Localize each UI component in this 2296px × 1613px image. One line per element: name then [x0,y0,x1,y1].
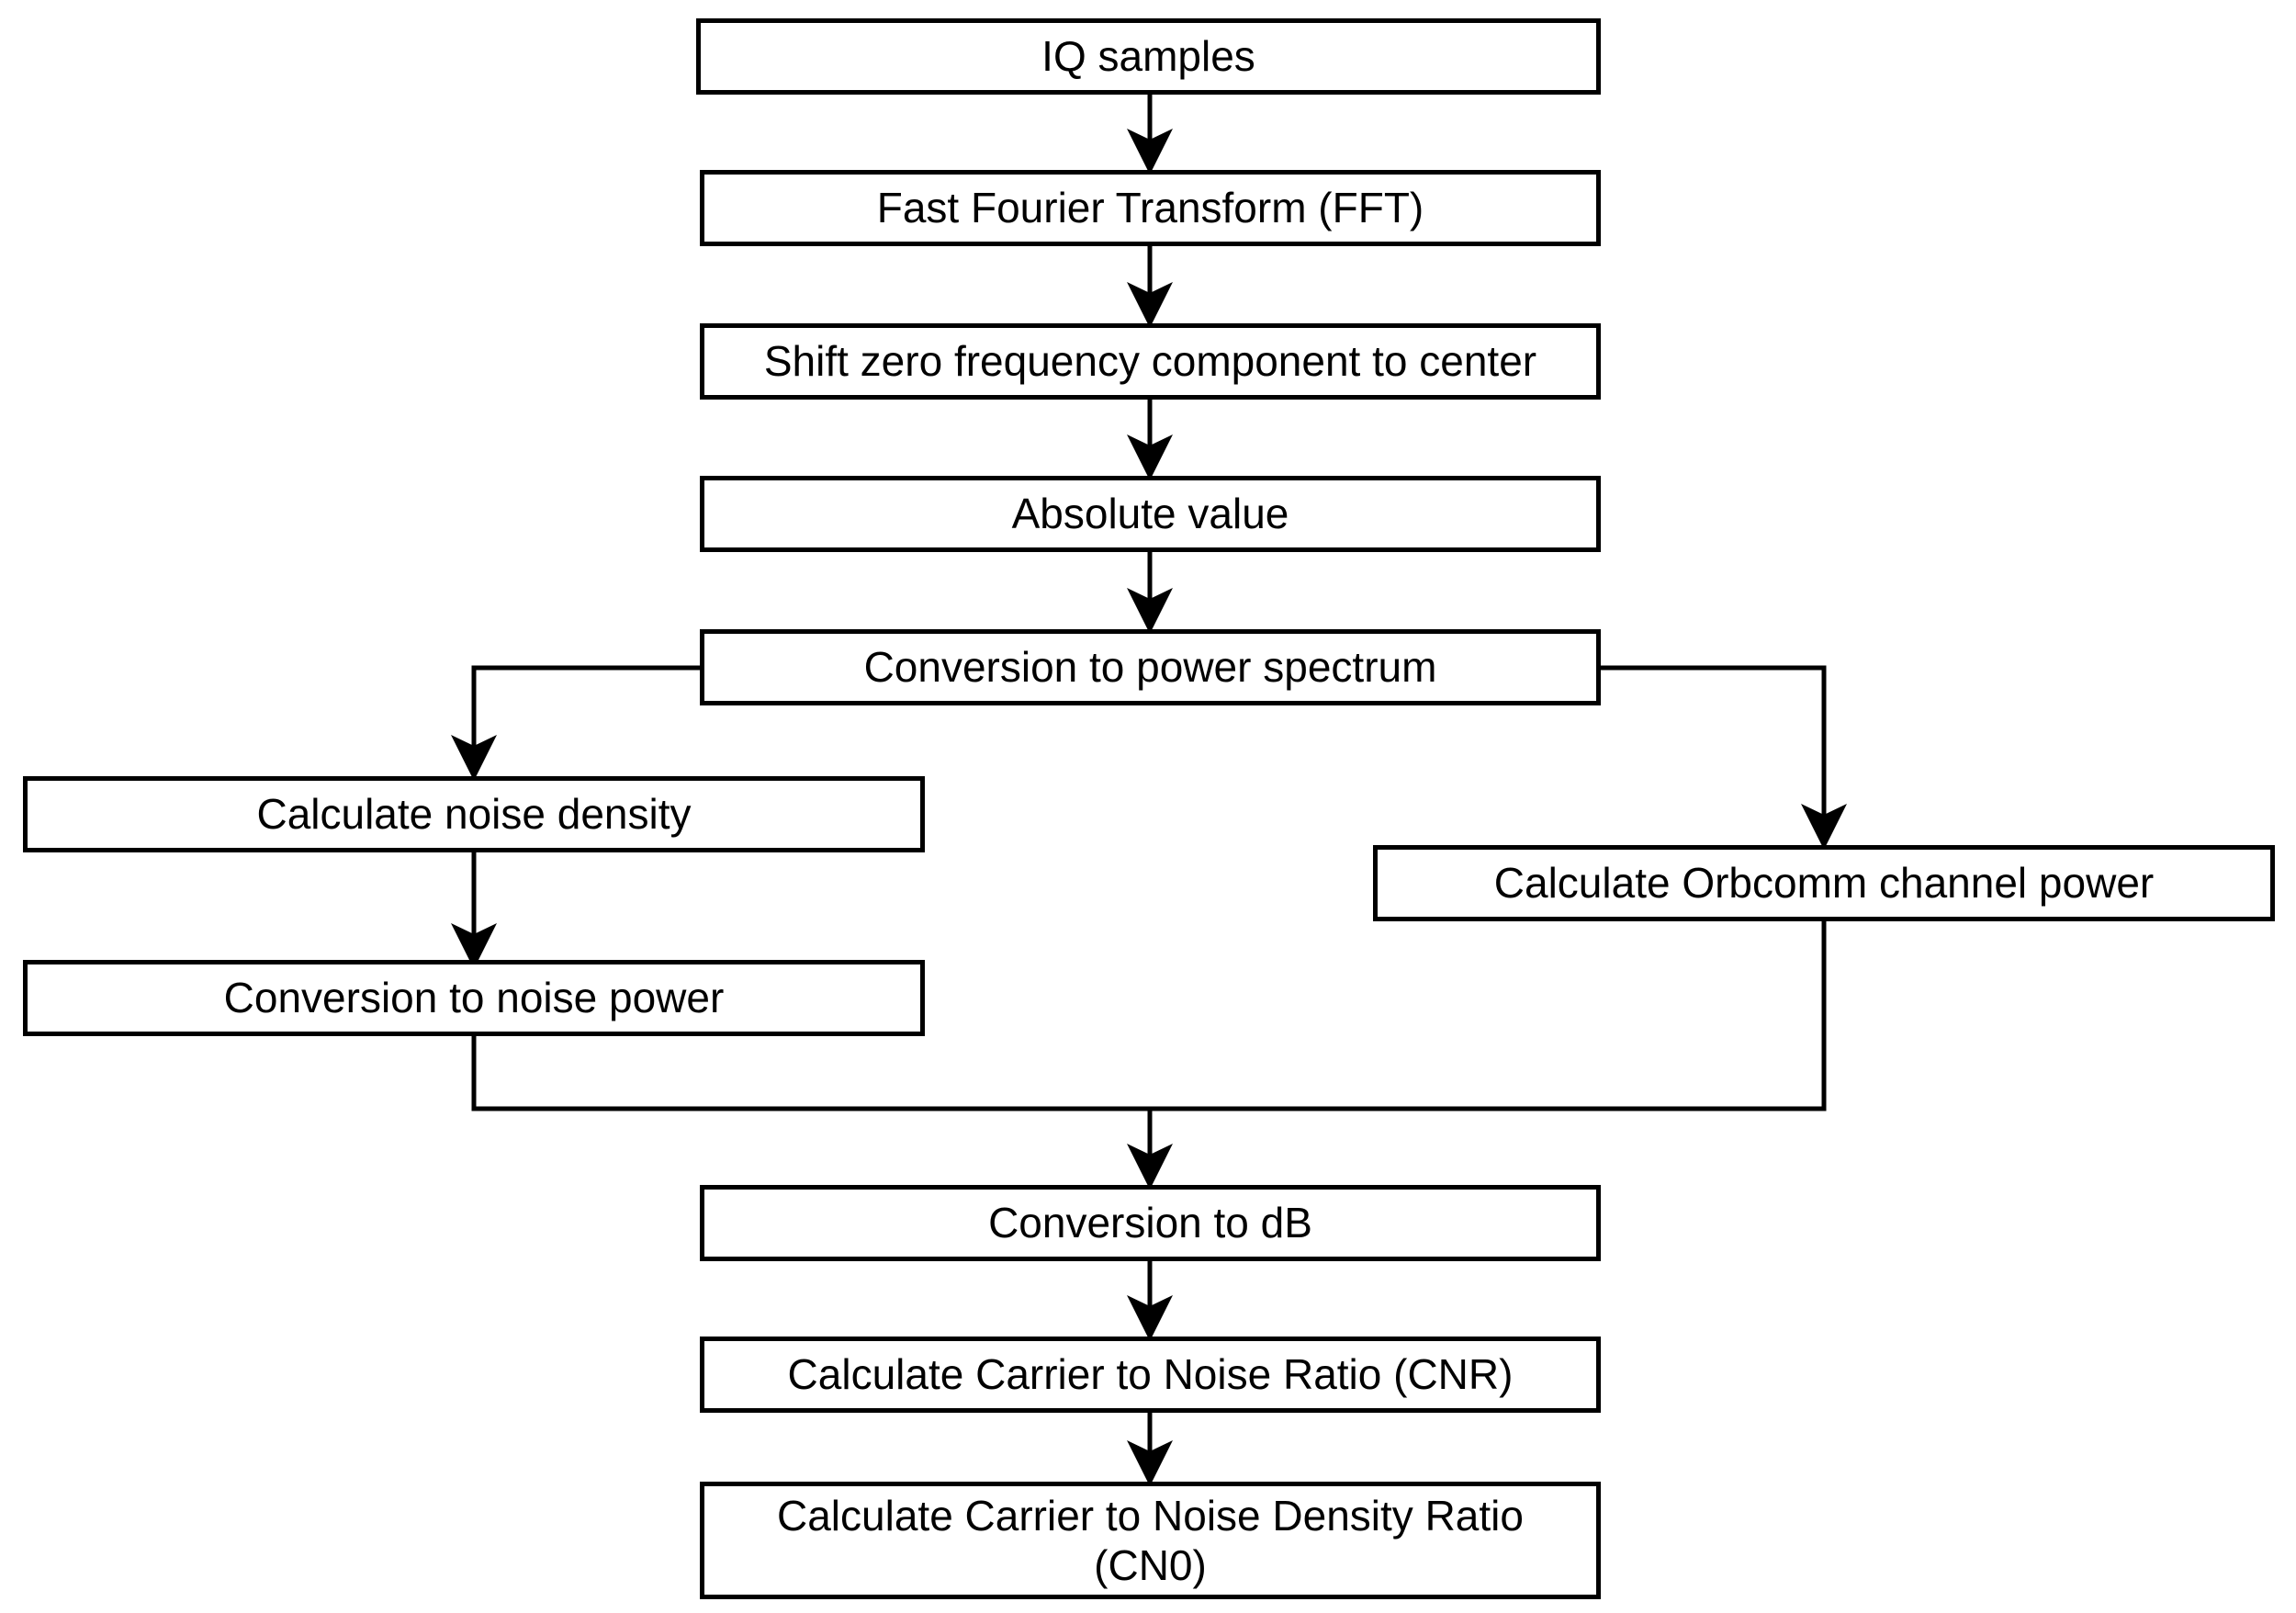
node-power-spectrum[interactable]: Conversion to power spectrum [700,629,1601,705]
edge-merge-to-conversion-db [471,920,1827,1190]
edge-absolute-value-to-power-spectrum [1127,552,1173,634]
edge-power-spectrum-to-orbcomm-channel-power [1601,665,1847,850]
node-absolute-value[interactable]: Absolute value [700,476,1601,552]
edge-cnr-to-cn0 [1127,1413,1173,1486]
node-conversion-db[interactable]: Conversion to dB [700,1185,1601,1261]
edge-iq-samples-to-fft [1127,95,1173,175]
node-noise-power[interactable]: Conversion to noise power [23,960,925,1036]
node-noise-density[interactable]: Calculate noise density [23,776,925,852]
node-label-cnr: Calculate Carrier to Noise Ratio (CNR) [787,1350,1514,1399]
node-label-iq-samples: IQ samples [1041,32,1255,81]
node-fft[interactable]: Fast Fourier Transform (FFT) [700,170,1601,246]
edge-power-spectrum-to-noise-density [451,665,700,781]
node-cn0[interactable]: Calculate Carrier to Noise Density Ratio… [700,1482,1601,1599]
node-fftshift[interactable]: Shift zero frequency component to center [700,323,1601,400]
node-label-noise-power: Conversion to noise power [223,974,725,1022]
edge-noise-density-to-noise-power [451,852,497,969]
node-cnr[interactable]: Calculate Carrier to Noise Ratio (CNR) [700,1337,1601,1413]
node-label-noise-density: Calculate noise density [256,790,692,839]
node-iq-samples[interactable]: IQ samples [696,18,1601,95]
edge-conversion-db-to-cnr [1127,1261,1173,1341]
node-label-absolute-value: Absolute value [1011,490,1289,538]
node-label-power-spectrum: Conversion to power spectrum [863,643,1437,692]
node-label-fftshift: Shift zero frequency component to center [763,337,1537,386]
node-orbcomm-channel-power[interactable]: Calculate Orbcomm channel power [1373,845,2275,921]
node-label-orbcomm-channel-power: Calculate Orbcomm channel power [1493,859,2155,908]
node-label-cn0: Calculate Carrier to Noise Density Ratio… [777,1491,1524,1589]
edge-fftshift-to-absolute-value [1127,400,1173,480]
edge-fft-to-fftshift [1127,246,1173,328]
node-label-fft: Fast Fourier Transform (FFT) [876,184,1424,232]
node-label-conversion-db: Conversion to dB [988,1199,1312,1247]
